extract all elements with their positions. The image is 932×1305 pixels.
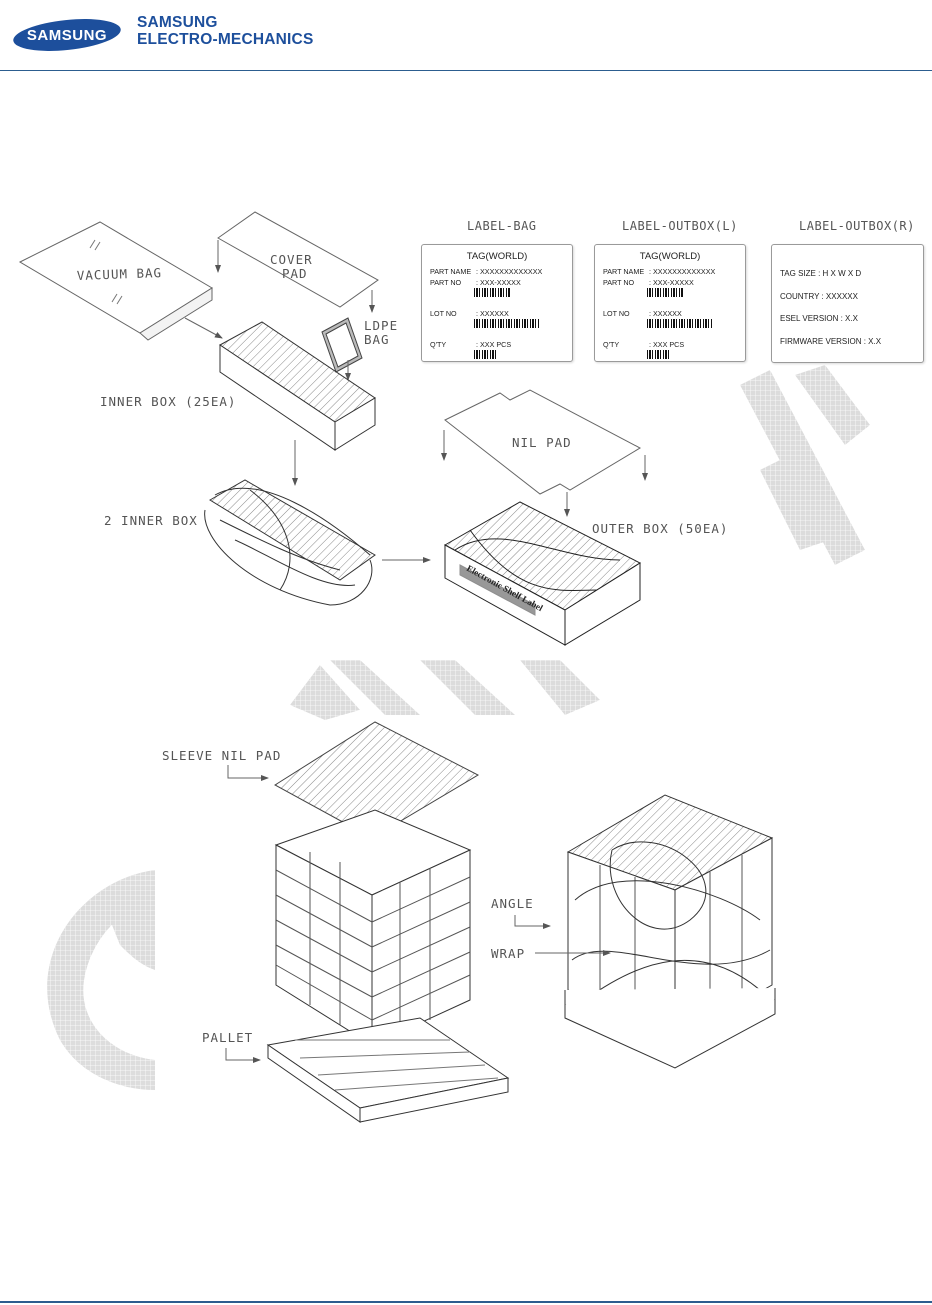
inner-box-drawing — [219, 321, 376, 451]
part-name-key: PART NAME — [430, 267, 472, 276]
two-inner-box-drawing — [204, 479, 376, 606]
tag-size: TAG SIZE : H X W X D — [780, 269, 862, 278]
qty-value: : XXX PCS — [649, 340, 685, 349]
label-outbox-l-title: LABEL-OUTBOX(L) — [622, 219, 738, 233]
label-bag-title: LABEL-BAG — [467, 219, 537, 233]
part-no-key: PART NO — [603, 278, 635, 287]
cover-pad-label-2: PAD — [282, 266, 308, 281]
part-name-value: : XXXXXXXXXXXXX — [649, 267, 716, 276]
qty-key: Q'TY — [430, 340, 447, 349]
ldpe-bag-label-2: BAG — [364, 332, 390, 347]
samsung-logo-text: SAMSUNG — [27, 27, 107, 44]
lot-no-key: LOT NO — [430, 309, 457, 318]
ldpe-bag-drawing — [321, 317, 363, 381]
label-bag-lot-no: LOT NO : XXXXXX — [430, 309, 509, 318]
label-bag-tag: TAG(WORLD) — [466, 251, 528, 262]
ldpe-bag-label-1: LDPE — [364, 318, 398, 333]
label-outbox-l-card: TAG(WORLD) PART NAME : XXXXXXXXXXXXX PART… — [594, 244, 746, 362]
part-no-value: : XXX-XXXXX — [476, 278, 521, 287]
pallet-stack-drawing — [266, 809, 510, 1123]
sleeve-nil-pad-label: SLEEVE NIL PAD — [162, 748, 281, 763]
barcode — [474, 288, 510, 297]
nil-pad-label: NIL PAD — [512, 435, 572, 450]
barcode — [474, 350, 496, 359]
angle-label: ANGLE — [491, 896, 534, 911]
outer-box-drawing — [443, 501, 642, 646]
two-inner-box-label: 2 INNER BOX — [104, 513, 198, 528]
barcode — [647, 319, 713, 328]
qty-value: : XXX PCS — [476, 340, 512, 349]
lot-no-key: LOT NO — [603, 309, 630, 318]
brand-line-1: SAMSUNG — [137, 14, 218, 31]
sleeve-nil-pad-drawing — [274, 721, 480, 839]
label-outbox-l-part-no: PART NO : XXX-XXXXX — [603, 278, 694, 287]
label-bag-part-no: PART NO : XXX-XXXXX — [430, 278, 521, 287]
label-bag-part-name: PART NAME : XXXXXXXXXXXXX — [430, 267, 542, 276]
label-outbox-l-lot-no: LOT NO : XXXXXX — [603, 309, 682, 318]
lot-no-value: : XXXXXX — [649, 309, 682, 318]
wrapped-stack-drawing — [564, 794, 776, 1069]
part-name-value: : XXXXXXXXXXXXX — [476, 267, 543, 276]
part-name-key: PART NAME — [603, 267, 645, 276]
brand-name: SAMSUNG ELECTRO-MECHANICS — [137, 14, 313, 48]
esel-version: ESEL VERSION : X.X — [780, 314, 858, 323]
nil-pad-drawing — [441, 389, 648, 517]
qty-key: Q'TY — [603, 340, 620, 349]
page-header: SAMSUNG SAMSUNG ELECTRO-MECHANICS — [0, 0, 932, 72]
outer-box-label: OUTER BOX (50EA) — [592, 521, 728, 536]
part-no-key: PART NO — [430, 278, 462, 287]
barcode — [647, 350, 669, 359]
footer-divider — [0, 1301, 932, 1303]
label-outbox-l-part-name: PART NAME : XXXXXXXXXXXXX — [603, 267, 715, 276]
label-outbox-r-title: LABEL-OUTBOX(R) — [799, 219, 915, 233]
samsung-logo: SAMSUNG — [13, 19, 121, 51]
lot-no-value: : XXXXXX — [476, 309, 509, 318]
label-bag-qty: Q'TY : XXX PCS — [430, 340, 511, 349]
country: COUNTRY : XXXXXX — [780, 292, 858, 301]
brand-line-2: ELECTRO-MECHANICS — [137, 31, 314, 48]
label-outbox-l-qty: Q'TY : XXX PCS — [603, 340, 684, 349]
part-no-value: : XXX-XXXXX — [649, 278, 694, 287]
wrap-label: WRAP — [491, 946, 525, 961]
barcode — [474, 319, 540, 328]
label-bag-card: TAG(WORLD) PART NAME : XXXXXXXXXXXXX PART… — [421, 244, 573, 362]
watermark — [47, 365, 870, 1090]
header-divider — [0, 70, 932, 71]
label-outbox-r-card: TAG SIZE : H X W X D COUNTRY : XXXXXX ES… — [771, 244, 924, 363]
cover-pad-drawing — [215, 211, 379, 313]
cover-pad-label-1: COVER — [270, 252, 313, 267]
inner-box-label: INNER BOX (25EA) — [100, 394, 236, 409]
pallet-label: PALLET — [202, 1030, 253, 1045]
barcode — [647, 288, 683, 297]
vacuum-bag-label: VACUUM BAG — [77, 265, 163, 283]
firmware-version: FIRMWARE VERSION : X.X — [780, 337, 882, 346]
vacuum-bag-drawing — [18, 221, 223, 341]
label-outbox-l-tag: TAG(WORLD) — [639, 251, 701, 262]
